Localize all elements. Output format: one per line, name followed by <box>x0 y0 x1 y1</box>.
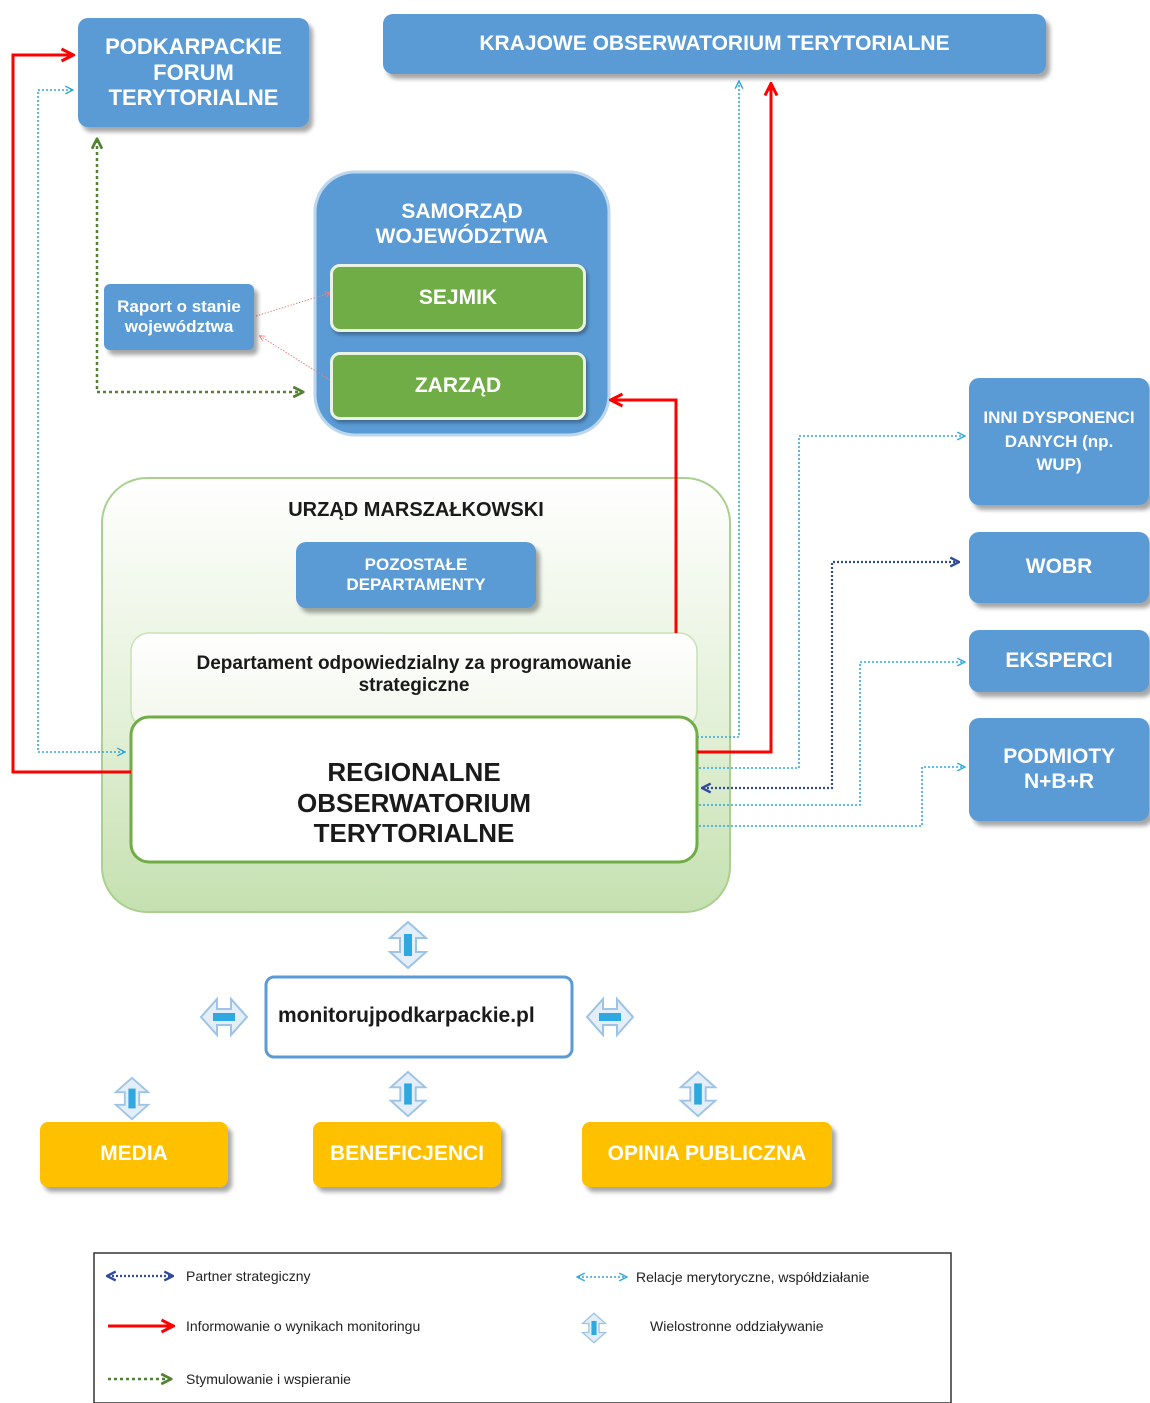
legend-stymulowanie-label: Stymulowanie i wspieranie <box>186 1371 351 1387</box>
node-urzad-marszalkowski: URZĄD MARSZAŁKOWSKI <box>102 494 730 528</box>
arrow-rot-to-forum <box>11 55 131 774</box>
node-wobr: WOBR <box>969 532 1149 603</box>
node-zarzad-label: ZARZĄD <box>414 373 502 397</box>
node-samorzad-label: SAMORZĄD WOJEWÓDZTWA <box>375 200 549 248</box>
legend-relacje-label: Relacje merytoryczne, współdziałanie <box>636 1269 870 1285</box>
legend-wielostronne-label: Wielostronne oddziaływanie <box>650 1318 824 1334</box>
node-portal-label: monitorujpodkarpackie.pl <box>278 1003 535 1027</box>
node-podkarpackie-forum: PODKARPACKIE FORUM TERYTORIALNE <box>78 18 309 127</box>
node-inni-dysponenci: INNI DYSPONENCI DANYCH (np. WUP) <box>969 378 1149 505</box>
node-krajowe-obserwatorium-label: KRAJOWE OBSERWATORIUM TERYTORIALNE <box>479 31 950 55</box>
exchange-icon-portal-right <box>586 998 634 1036</box>
legend-partner-label: Partner strategiczny <box>186 1268 311 1284</box>
node-inni-label: INNI DYSPONENCI DANYCH (np. WUP) <box>983 407 1135 475</box>
node-samorzad: SAMORZĄD WOJEWÓDZTWA <box>330 192 594 258</box>
node-urzad-label: URZĄD MARSZAŁKOWSKI <box>288 499 544 522</box>
node-regionalne-obserwatorium: REGIONALNE OBSERWATORIUM TERYTORIALNE <box>134 757 694 848</box>
legend-informowanie-label: Informowanie o wynikach monitoringu <box>186 1318 421 1334</box>
node-opinia-publiczna: OPINIA PUBLICZNA <box>582 1122 832 1187</box>
node-sejmik-label: SEJMIK <box>418 285 498 309</box>
node-krajowe-obserwatorium: KRAJOWE OBSERWATORIUM TERYTORIALNE <box>383 14 1046 74</box>
exchange-icon-rot-portal <box>389 921 427 969</box>
node-pozostale-label: POZOSTAŁE DEPARTAMENTY <box>346 554 486 594</box>
node-opinia-label: OPINIA PUBLICZNA <box>607 1142 807 1166</box>
exchange-icon-beneficjenci <box>389 1070 427 1118</box>
node-pozostale-departamenty: POZOSTAŁE DEPARTAMENTY <box>296 542 536 608</box>
node-media: MEDIA <box>40 1122 228 1187</box>
node-raport: Raport o stanie województwa <box>104 284 254 350</box>
node-raport-label: Raport o stanie województwa <box>117 296 241 336</box>
node-podmioty-label: PODMIOTY N+B+R <box>1003 744 1116 793</box>
node-departament: Departament odpowiedzialny za programowa… <box>150 644 678 706</box>
node-beneficjenci-label: BENEFICJENCI <box>329 1142 485 1166</box>
link-raport-sejmik <box>255 293 330 317</box>
relation-rot-forum <box>37 90 124 752</box>
node-media-label: MEDIA <box>100 1142 168 1166</box>
exchange-icon-portal-left <box>200 998 248 1036</box>
node-rot-label: REGIONALNE OBSERWATORIUM TERYTORIALNE <box>296 757 531 849</box>
node-beneficjenci: BENEFICJENCI <box>313 1122 501 1187</box>
node-wobr-label: WOBR <box>1025 555 1093 579</box>
node-podkarpackie-forum-label: PODKARPACKIE FORUM TERYTORIALNE <box>105 33 282 111</box>
rot-box-frame <box>129 715 699 864</box>
partner-rot-wobr <box>703 562 958 788</box>
node-eksperci-label: EKSPERCI <box>1005 648 1113 672</box>
node-departament-label: Departament odpowiedzialny za programowa… <box>196 652 632 696</box>
portal-box-frame <box>264 975 574 1059</box>
arrow-rot-to-zarzad <box>612 400 678 633</box>
node-podmioty: PODMIOTY N+B+R <box>969 718 1149 821</box>
exchange-icon-media <box>114 1076 150 1121</box>
node-sejmik: SEJMIK <box>330 264 586 332</box>
exchange-icon-opinia <box>679 1070 717 1118</box>
stimulation-forum-zarzad <box>97 140 302 392</box>
node-portal: monitorujpodkarpackie.pl <box>272 990 552 1042</box>
relation-rot-podmioty <box>699 767 964 827</box>
node-zarzad: ZARZĄD <box>330 352 586 420</box>
legend-frame <box>93 1252 952 1403</box>
node-eksperci: EKSPERCI <box>969 630 1149 692</box>
